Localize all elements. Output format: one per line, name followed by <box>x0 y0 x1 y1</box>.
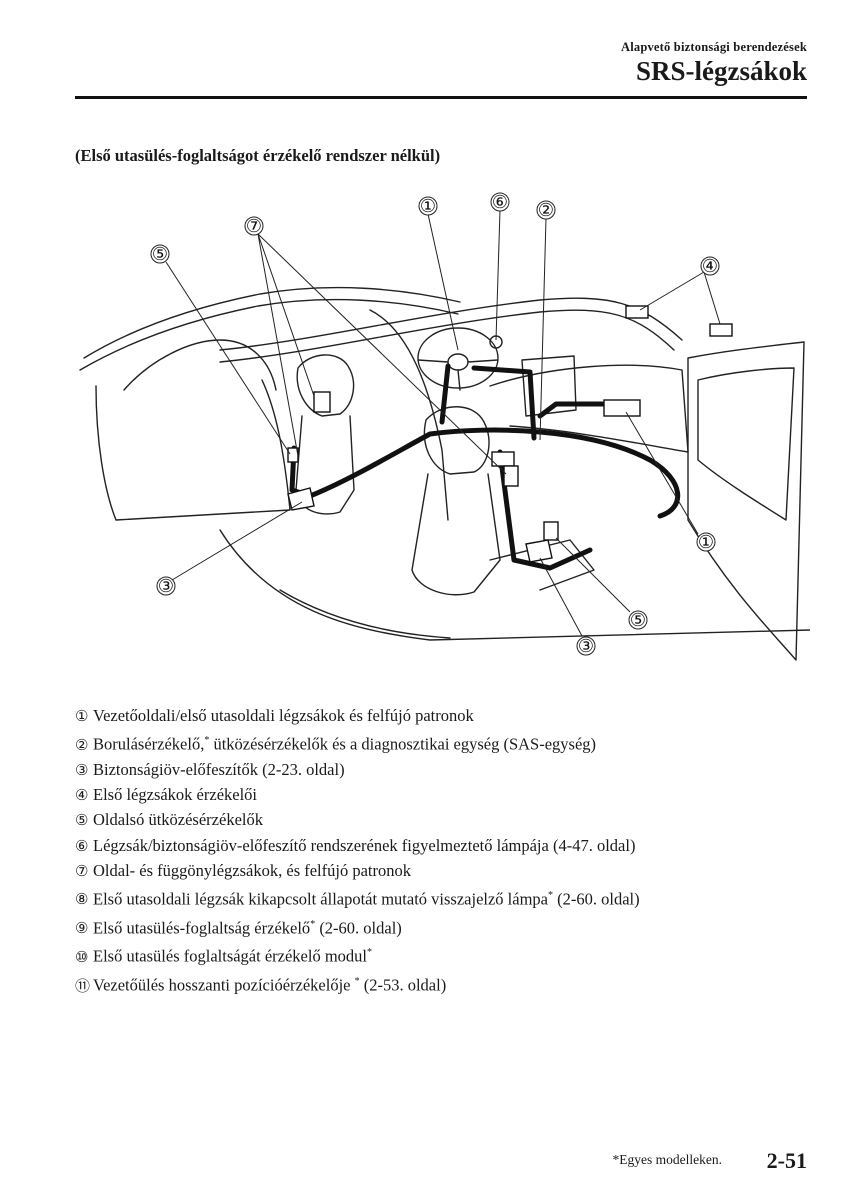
pretensioner-left <box>287 487 315 511</box>
side-airbag-module-driver <box>313 391 331 413</box>
legend-text: Borulásérzékelő, <box>93 734 205 754</box>
pretensioner-right <box>525 539 553 563</box>
asterisk: * <box>310 918 316 930</box>
legend-text: Vezetőoldali/első utasoldali légzsákok é… <box>93 706 474 725</box>
legend-text: Oldalsó ütközésérzékelők <box>93 810 263 830</box>
callout-4: ④ <box>702 256 718 276</box>
legend-text-tail: (2-60. oldal) <box>553 889 640 909</box>
callout-3-bottom: ③ <box>578 636 594 656</box>
asterisk: * <box>367 947 373 959</box>
front-crash-sensor-1 <box>625 305 649 319</box>
callout-7: ⑦ <box>246 216 262 236</box>
legend-text: Biztonságiöv-előfeszítők (2-23. oldal) <box>93 759 345 779</box>
section-name: Alapvető biztonsági berendezések <box>620 40 807 54</box>
driver-seat <box>296 354 355 417</box>
legend-number: ⑩ <box>75 949 89 966</box>
callout-2: ② <box>538 200 554 220</box>
footnote: *Egyes modelleken. <box>612 1152 722 1167</box>
legend-text: Első utasülés foglaltságát érzékelő modu… <box>93 946 368 966</box>
side-airbag-module-passenger <box>503 465 519 487</box>
front-crash-sensor-2 <box>709 323 733 337</box>
a-pillar <box>369 309 449 521</box>
legend-number: ⑤ <box>75 813 89 830</box>
legend-text: Első utasülés-foglaltság érzékelő <box>93 918 311 938</box>
legend-text-tail: (2-60. oldal) <box>315 918 402 938</box>
legend-text: Vezetőülés hosszanti pozícióérzékelője <box>93 975 355 995</box>
legend-text-tail: ütközésérzékelők és a diagnosztikai egys… <box>209 734 597 754</box>
wiring-harness <box>307 427 681 519</box>
callout-6: ⑥ <box>492 192 508 212</box>
subheading: (Első utasülés-foglaltságot érzékelő ren… <box>75 146 441 165</box>
callout-5-right: ⑤ <box>630 610 646 630</box>
srs-airbag-diagram: ① ⑥ ② ⑦ ⑤ ④ ① ③ ⑤ ③ <box>79 192 810 661</box>
front-door <box>687 341 805 661</box>
legend-text-tail: (2-53. oldal) <box>359 975 447 995</box>
asterisk: * <box>548 889 553 901</box>
legend-number: ② <box>75 737 89 754</box>
rear-door <box>95 379 291 521</box>
diagnostic-module <box>603 399 641 417</box>
callout-1-right: ① <box>698 532 714 552</box>
legend-number: ⑦ <box>75 863 89 880</box>
roof-frame <box>83 286 461 359</box>
header-rule <box>75 96 807 99</box>
page-title: SRS-légzsákok <box>635 56 807 86</box>
callout-5-left: ⑤ <box>152 244 168 264</box>
legend-text: Első utasoldali légzsák kikapcsolt állap… <box>93 889 548 909</box>
legend-number: ④ <box>75 788 89 805</box>
legend-number: ⑧ <box>75 892 89 909</box>
asterisk: * <box>354 976 360 988</box>
legend-text: Oldal- és függönylégzsákok, és felfújó p… <box>93 860 411 880</box>
legend-number: ③ <box>75 762 89 779</box>
legend-text: Légzsák/biztonságiöv-előfeszítő rendszer… <box>93 835 636 855</box>
callout-1-top: ① <box>420 196 436 216</box>
callout-3-left: ③ <box>158 576 174 596</box>
dashboard <box>489 364 689 453</box>
steering-wheel <box>417 327 499 389</box>
legend-number: ⑥ <box>75 838 89 855</box>
legend-number: ⑨ <box>75 921 89 938</box>
sas-unit <box>491 451 515 467</box>
page-number: 2-51 <box>766 1148 807 1173</box>
floor <box>219 529 810 641</box>
legend-number: ⑪ <box>75 978 91 995</box>
legend-text: Első légzsákok érzékelői <box>93 785 258 805</box>
legend-number: ① <box>75 709 89 725</box>
asterisk: * <box>204 735 210 747</box>
crash-sensor-right <box>543 521 559 541</box>
